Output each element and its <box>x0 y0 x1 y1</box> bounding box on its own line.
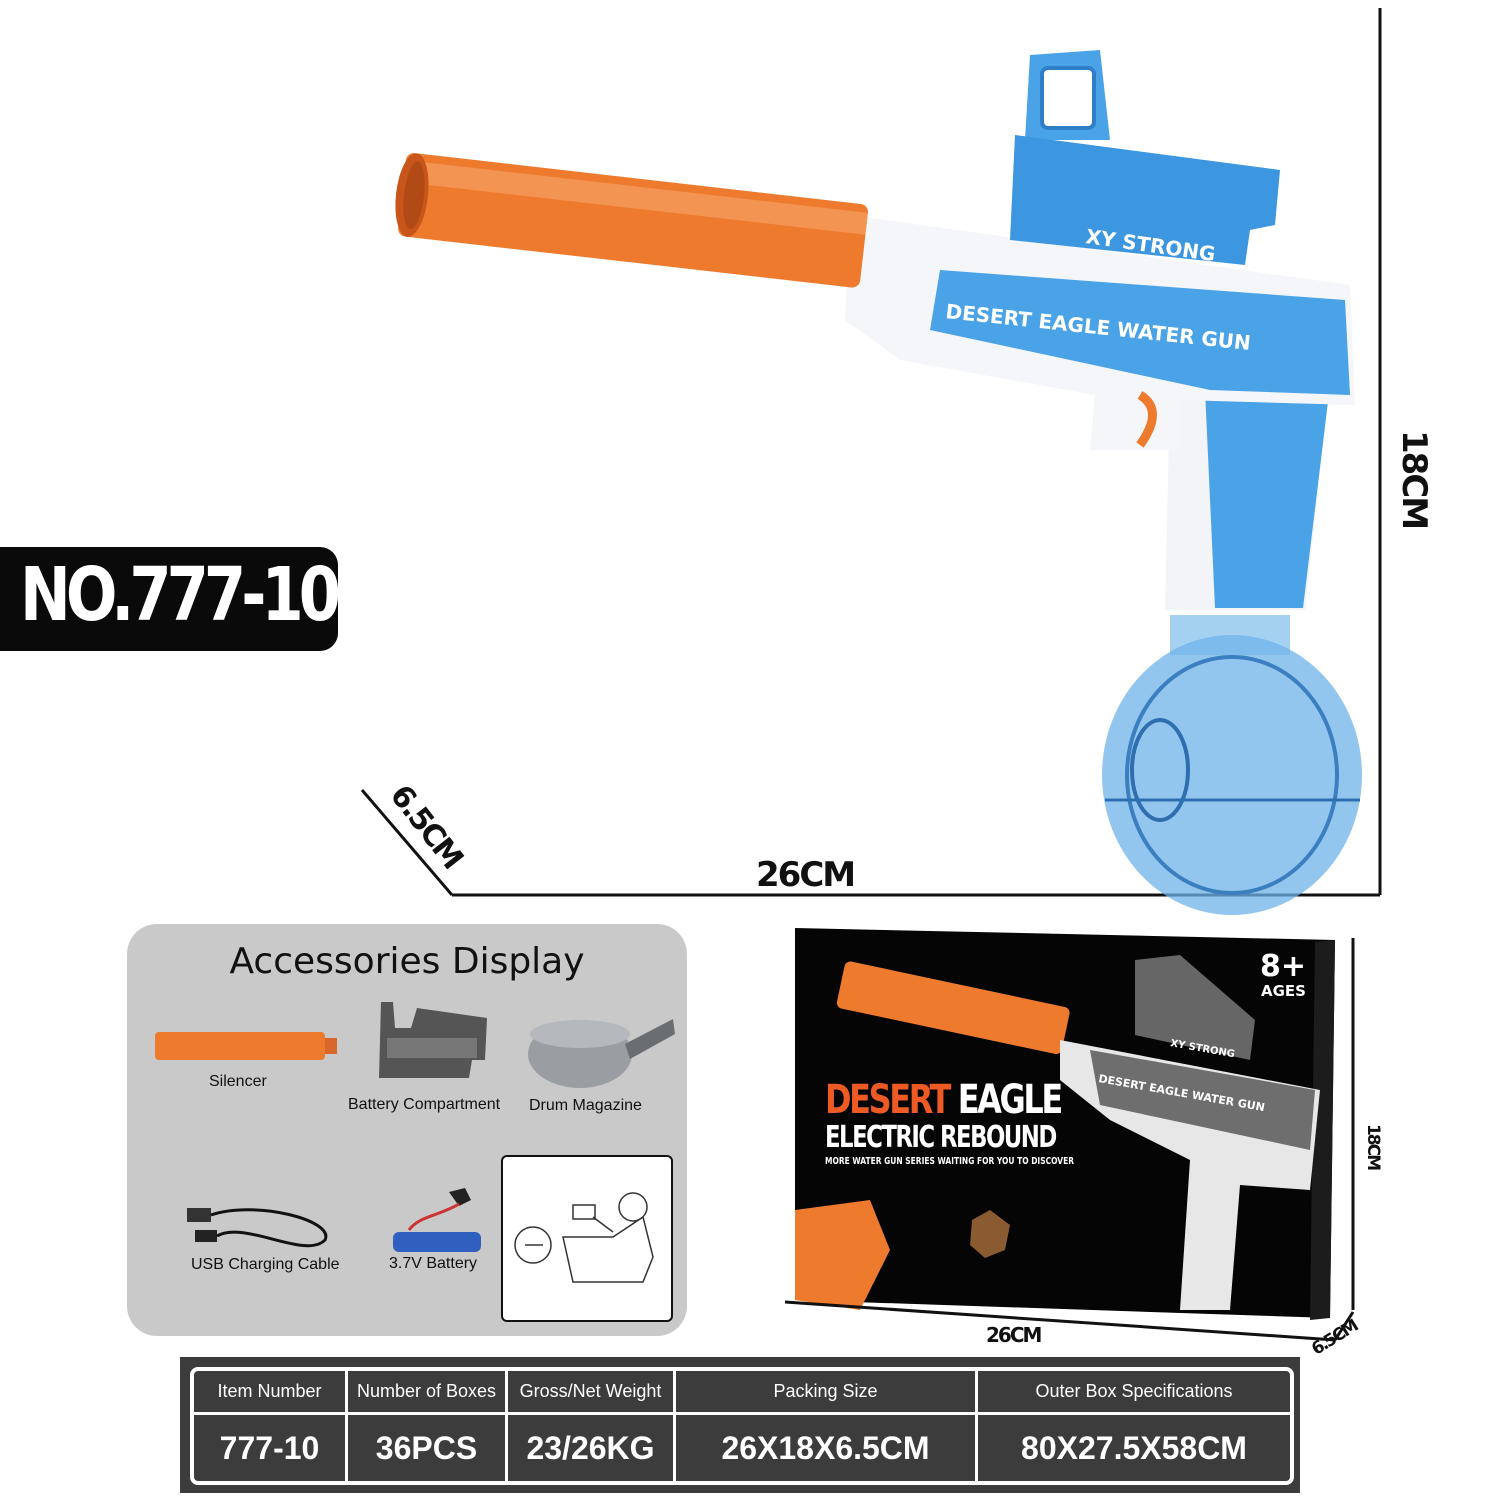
age-label: AGES <box>1261 982 1306 1000</box>
accessory-label-battery: 3.7V Battery <box>389 1255 478 1272</box>
red-dot-sight <box>1010 50 1280 265</box>
installation-diagram-icon <box>514 1192 654 1283</box>
box-height-label: 18CM <box>1363 1123 1384 1170</box>
length-label: 26CM <box>756 855 856 895</box>
width-dimension-line <box>360 789 454 896</box>
header-number-of-boxes: Number of Boxes <box>348 1371 508 1415</box>
silencer <box>395 153 868 288</box>
usb-cable-icon <box>187 1208 328 1248</box>
accessories-title: Accessories Display <box>229 941 585 982</box>
box-title-accent: DESERT <box>825 1077 951 1123</box>
drum-magazine <box>1102 615 1362 915</box>
package-box-image: DESERT EAGLE WATER GUN XY STRONG <box>784 928 1355 1342</box>
battery-icon <box>393 1188 481 1252</box>
installation-diagram <box>501 1155 673 1322</box>
header-packing-size: Packing Size <box>676 1371 978 1415</box>
box-subtitle: ELECTRIC REBOUND <box>825 1120 1057 1155</box>
box-length-label: 26CM <box>986 1323 1042 1347</box>
drum-magazine-icon <box>528 1019 675 1088</box>
spec-table: Item Number Number of Boxes Gross/Net We… <box>180 1357 1300 1493</box>
accessory-label-battery-compartment: Battery Compartment <box>348 1096 501 1113</box>
accessory-label-silencer: Silencer <box>209 1073 267 1090</box>
box-tagline: MORE WATER GUN SERIES WAITING FOR YOU TO… <box>825 1156 1075 1167</box>
accessory-label-drum-magazine: Drum Magazine <box>529 1097 642 1114</box>
header-item-number: Item Number <box>194 1371 348 1415</box>
value-packing-size: 26X18X6.5CM <box>676 1415 978 1481</box>
silencer-icon <box>155 1032 337 1060</box>
box-title-rest: EAGLE <box>957 1077 1064 1123</box>
accessory-label-usb-cable: USB Charging Cable <box>191 1256 340 1273</box>
value-number-of-boxes: 36PCS <box>348 1415 508 1481</box>
header-outer-box: Outer Box Specifications <box>978 1371 1290 1415</box>
model-number: NO.777-10 <box>20 552 341 638</box>
water-gun-image: XY STRONG DESERT EAGLE WATER GUN <box>360 8 1382 915</box>
box-silencer <box>836 961 1070 1055</box>
accessories-panel: Accessories Display Silencer Battery Com… <box>127 924 687 1336</box>
value-weight: 23/26KG <box>508 1415 676 1481</box>
value-outer-box: 80X27.5X58CM <box>1021 1429 1247 1466</box>
height-label: 18CM <box>1394 429 1435 529</box>
battery-compartment-icon <box>379 1002 487 1078</box>
value-item-number: 777-10 <box>194 1415 348 1481</box>
model-badge: NO.777-10 <box>0 547 341 651</box>
header-weight: Gross/Net Weight <box>508 1371 676 1415</box>
age-number: 8+ <box>1260 949 1307 984</box>
box-title: DESERT EAGLE <box>825 1077 1064 1123</box>
